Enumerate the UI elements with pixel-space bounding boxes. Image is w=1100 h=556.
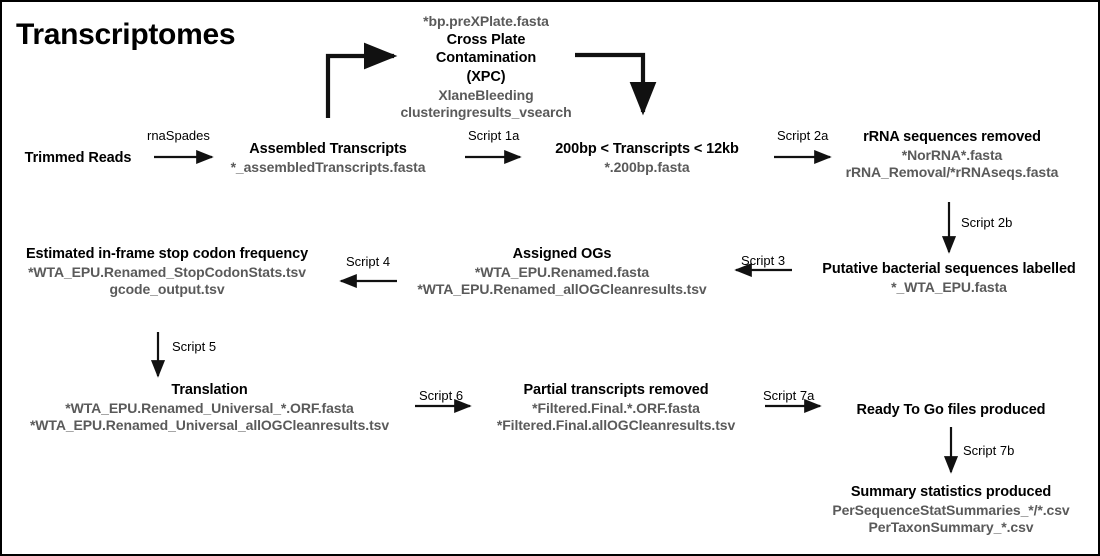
node-file-pre: *bp.preXPlate.fasta xyxy=(423,13,549,29)
node-file: clusteringresults_vsearch xyxy=(400,104,572,121)
node-stop-codon-frequency: Estimated in-frame stop codon frequency … xyxy=(2,245,332,299)
node-file: *_assembledTranscripts.fasta xyxy=(230,158,426,175)
node-title: Translation xyxy=(171,382,248,398)
node-cross-plate-contamination: *bp.preXPlate.fasta Cross Plate Contamin… xyxy=(366,13,606,122)
node-file: *.200bp.fasta xyxy=(604,158,690,175)
node-title: Assembled Transcripts xyxy=(249,141,407,157)
node-bacterial-labelled: Putative bacterial sequences labelled *_… xyxy=(804,260,1094,296)
node-file: gcode_output.tsv xyxy=(109,281,225,298)
node-assigned-ogs: Assigned OGs *WTA_EPU.Renamed.fasta *WTA… xyxy=(402,245,722,299)
node-file: XlaneBleeding xyxy=(438,86,534,103)
node-file: *WTA_EPU.Renamed_Universal_*.ORF.fasta xyxy=(65,399,354,416)
node-size-filter: 200bp < Transcripts < 12kb *.200bp.fasta xyxy=(522,140,772,176)
node-title-line3: (XPC) xyxy=(466,69,506,85)
node-file: PerTaxonSummary_*.csv xyxy=(868,519,1034,536)
edge-label-script-3: Script 3 xyxy=(741,253,786,268)
node-file: *Filtered.Final.allOGCleanresults.tsv xyxy=(496,417,736,434)
edge-label-rnaspades: rnaSpades xyxy=(147,128,210,143)
node-file: *WTA_EPU.Renamed.fasta xyxy=(474,263,650,280)
node-file: *WTA_EPU.Renamed_Universal_allOGCleanres… xyxy=(29,417,390,434)
node-title: Ready To Go files produced xyxy=(856,402,1046,418)
edge-label-script-6: Script 6 xyxy=(419,388,464,403)
node-title: Estimated in-frame stop codon frequency xyxy=(25,246,309,262)
node-translation: Translation *WTA_EPU.Renamed_Universal_*… xyxy=(2,381,417,435)
node-title: Assigned OGs xyxy=(512,246,612,262)
edge-label-script-4: Script 4 xyxy=(346,254,391,269)
node-rrna-removed: rRNA sequences removed *NorRNA*.fasta rR… xyxy=(824,128,1080,182)
node-title: Partial transcripts removed xyxy=(523,382,709,398)
node-title: Trimmed Reads xyxy=(24,150,132,166)
node-title: 200bp < Transcripts < 12kb xyxy=(555,141,739,157)
node-file: *Filtered.Final.*.ORF.fasta xyxy=(532,399,700,416)
node-summary-statistics: Summary statistics produced PerSequenceS… xyxy=(802,483,1098,537)
node-partial-transcripts-removed: Partial transcripts removed *Filtered.Fi… xyxy=(470,381,762,435)
node-title-line1: Cross Plate xyxy=(446,31,526,48)
node-file: rRNA_Removal/*rRNAseqs.fasta xyxy=(845,164,1059,181)
node-ready-to-go: Ready To Go files produced xyxy=(822,401,1080,420)
edge-label-script-1a: Script 1a xyxy=(468,128,520,143)
node-file: PerSequenceStatSummaries_*/*.csv xyxy=(832,501,1070,518)
edge-label-script-2b: Script 2b xyxy=(961,215,1013,230)
edge-label-script-5: Script 5 xyxy=(172,339,217,354)
node-title: Putative bacterial sequences labelled xyxy=(822,261,1076,277)
node-file: *NorRNA*.fasta xyxy=(901,146,1003,163)
node-title: Summary statistics produced xyxy=(850,484,1052,500)
node-assembled-transcripts: Assembled Transcripts *_assembledTranscr… xyxy=(200,140,456,176)
edge-label-script-7a: Script 7a xyxy=(763,388,815,403)
node-file: *WTA_EPU.Renamed_allOGCleanresults.tsv xyxy=(417,281,707,298)
node-file: *_WTA_EPU.fasta xyxy=(891,278,1007,295)
node-title-line2: Contamination xyxy=(435,50,537,67)
page-title: Transcriptomes xyxy=(16,18,236,51)
edge-label-script-2a: Script 2a xyxy=(777,128,829,143)
node-trimmed-reads: Trimmed Reads xyxy=(2,149,154,168)
node-title: rRNA sequences removed xyxy=(863,129,1041,145)
edge-label-script-7b: Script 7b xyxy=(963,443,1015,458)
node-file: *WTA_EPU.Renamed_StopCodonStats.tsv xyxy=(28,263,306,280)
